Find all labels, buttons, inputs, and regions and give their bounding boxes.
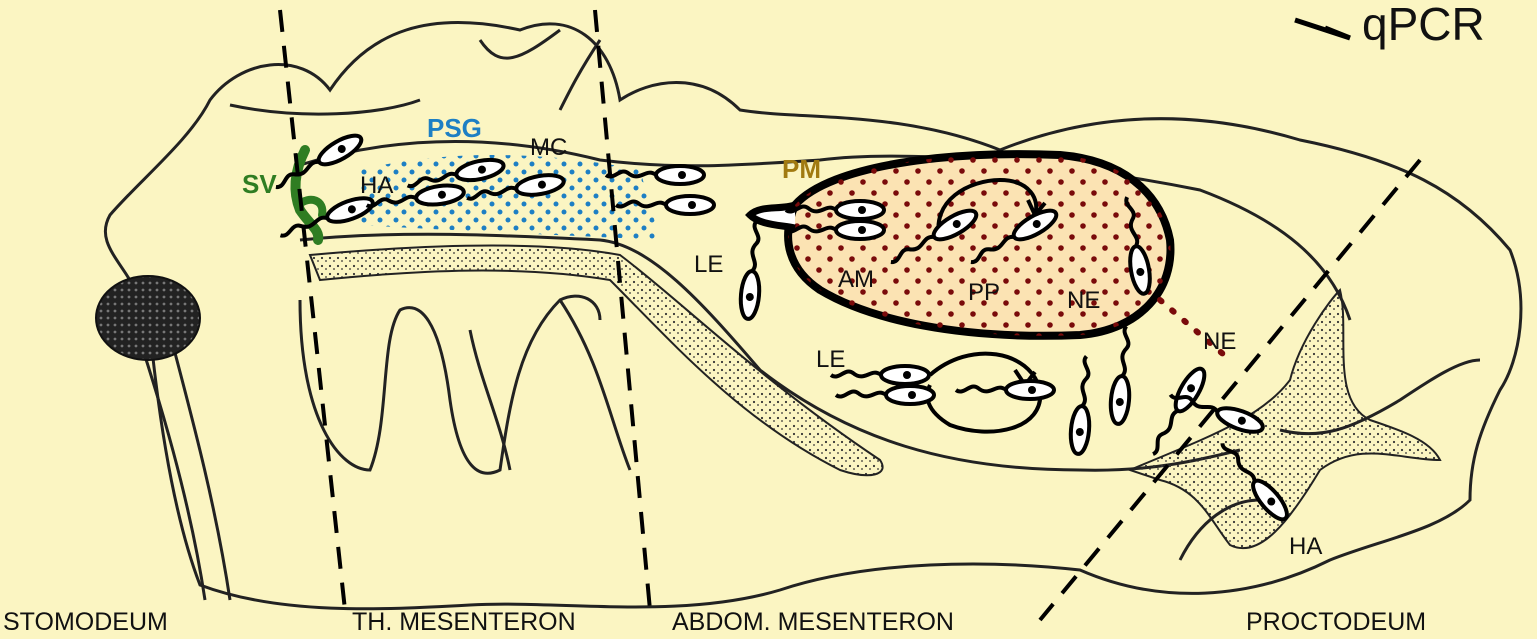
trypanosome-icon (739, 220, 765, 319)
trypanosome-icon (956, 381, 1054, 399)
qpcr-arrow-icon (1295, 20, 1350, 38)
region-abdominal-mesenteron: ABDOM. MESENTERON (672, 608, 954, 636)
label-qpcr: qPCR (1362, 0, 1485, 50)
label-pp: PP (968, 279, 1000, 306)
trypanosome-icon (271, 130, 365, 195)
label-sv: SV (242, 169, 277, 199)
stippled-band-thoracic (310, 246, 883, 476)
label-le-upper: LE (694, 251, 723, 278)
trypanosome-icon (836, 386, 934, 404)
label-am: AM (838, 266, 874, 293)
cardia-mass (96, 276, 200, 360)
label-le-lower: LE (816, 346, 845, 373)
region-stomodeum: STOMODEUM (3, 608, 168, 636)
region-proctodeum: PROCTODEUM (1246, 608, 1426, 636)
trypanosome-icon (1069, 355, 1095, 454)
body-outline (105, 23, 1521, 609)
divider-stomodeum (280, 10, 345, 610)
label-psg: PSG (427, 113, 482, 143)
label-pm: PM (782, 154, 821, 184)
trypanosome-icon (831, 366, 929, 384)
label-ne-right: NE (1067, 287, 1100, 314)
trypanosome-icon (1109, 325, 1135, 424)
leg-lobes-2 (470, 300, 630, 470)
region-thoracic-mesenteron: TH. MESENTERON (352, 608, 576, 636)
leg-lobes (300, 296, 600, 473)
label-ne-lower: NE (1203, 328, 1236, 355)
thorax-top-line (230, 30, 600, 114)
label-ha-top: HA (360, 172, 393, 199)
label-mc: MC (530, 134, 567, 161)
label-ha-bottom: HA (1289, 533, 1322, 560)
